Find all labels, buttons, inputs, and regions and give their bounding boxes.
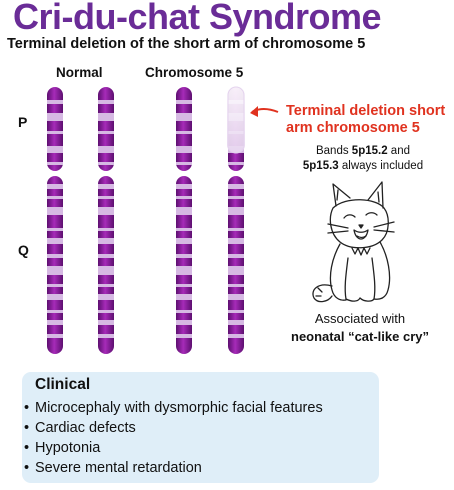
- clinical-item: Hypotonia: [22, 438, 323, 458]
- chromosome-5-intact: [176, 87, 192, 354]
- band-5p15-3: 5p15.3: [302, 160, 339, 172]
- band-note-suffix: always included: [338, 160, 424, 172]
- page-subtitle: Terminal deletion of the short arm of ch…: [7, 36, 366, 52]
- clinical-item: Microcephaly with dysmorphic facial feat…: [22, 398, 323, 418]
- page-title: Cri-du-chat Syndrome: [13, 0, 382, 37]
- association-line1: Associated with: [314, 311, 406, 326]
- clinical-list: Microcephaly with dysmorphic facial feat…: [22, 398, 323, 478]
- association-note: Associated with neonatal “cat-like cry”: [270, 310, 450, 346]
- clinical-heading: Clinical: [35, 376, 91, 393]
- chromosome-diagram: [47, 86, 279, 354]
- association-line2: neonatal “cat-like cry”: [291, 329, 429, 344]
- column-label-normal: Normal: [56, 65, 103, 80]
- clinical-item: Cardiac defects: [22, 418, 323, 438]
- clinical-box: Clinical Microcephaly with dysmorphic fa…: [22, 372, 379, 483]
- band-5p15-2: 5p15.2: [351, 145, 388, 157]
- band-note: Bands 5p15.2 and 5p15.3 always included: [288, 144, 438, 174]
- deletion-callout: Terminal deletion short arm chromosome 5: [286, 103, 454, 137]
- arm-label-p: P: [18, 114, 28, 130]
- band-note-and: and: [387, 145, 410, 157]
- deletion-title-line1: Terminal deletion short: [286, 103, 446, 119]
- clinical-item: Severe mental retardation: [22, 458, 323, 478]
- deletion-title-line2: arm chromosome 5: [286, 120, 420, 136]
- cat-illustration: [312, 181, 395, 303]
- band-note-prefix: Bands: [315, 145, 352, 157]
- arm-label-q: Q: [18, 242, 29, 258]
- arrow-left-icon: [250, 106, 279, 117]
- column-label-chromosome5: Chromosome 5: [145, 65, 244, 80]
- chromosome-5-deleted: [227, 86, 245, 354]
- chromosome-normal-2: [98, 87, 114, 354]
- chromosome-normal-1: [47, 87, 63, 354]
